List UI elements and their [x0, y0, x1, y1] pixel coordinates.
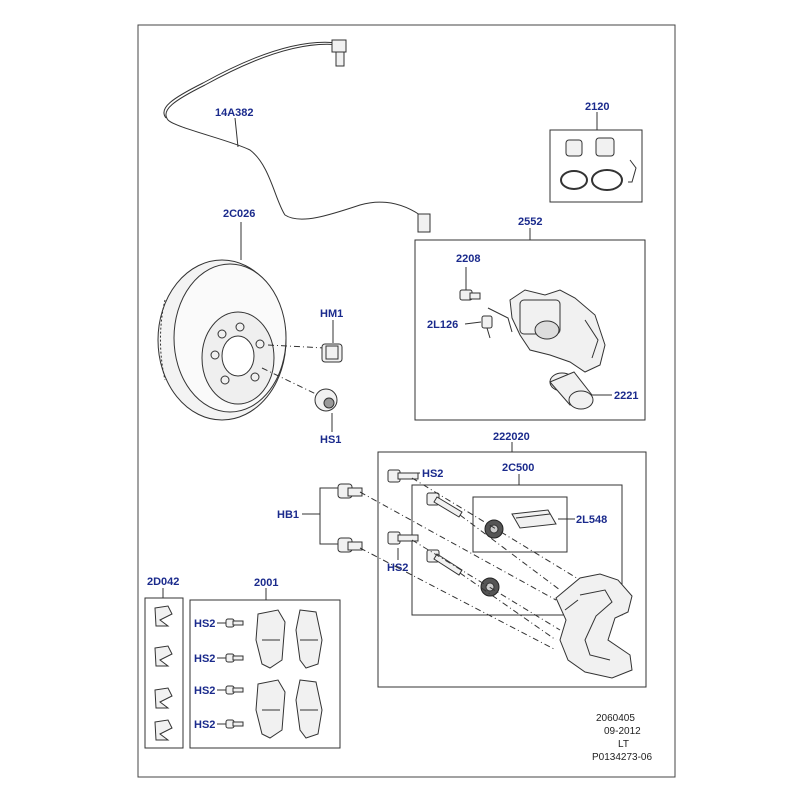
caliper-carrier [555, 573, 633, 679]
brake-pads [255, 609, 323, 739]
label-HM1: HM1 [320, 308, 343, 320]
abutment-clips [154, 605, 173, 741]
footer-line-4: P0134273-06 [592, 752, 652, 763]
pads-box [189, 599, 341, 749]
label-2120: 2120 [585, 101, 609, 113]
bleed-cap [481, 315, 493, 339]
label-2L126: 2L126 [427, 319, 458, 331]
label-2D042: 2D042 [147, 576, 179, 588]
label-2C500: 2C500 [502, 462, 534, 474]
guide-pin-upper [426, 492, 463, 518]
label-2C026: 2C026 [223, 208, 255, 220]
pad-spring [511, 509, 557, 529]
label-2L548: 2L548 [576, 514, 607, 526]
footer-line-3: LT [618, 739, 629, 750]
label-HS2-b: HS2 [194, 653, 215, 665]
seal-kit [549, 129, 643, 203]
piston [549, 371, 594, 410]
footer-line-1: 2060405 [596, 713, 635, 724]
brake-disc [157, 259, 287, 421]
assembly-lines [359, 477, 581, 651]
label-2221: 2221 [614, 390, 638, 402]
hs2-bolt-mid [387, 531, 419, 545]
label-HS1: HS1 [320, 434, 341, 446]
label-222020: 222020 [493, 431, 530, 443]
guide-kit-box [411, 484, 623, 616]
footer-line-2: 09-2012 [604, 726, 641, 737]
label-HS2-a: HS2 [194, 618, 215, 630]
clips-box [144, 597, 184, 749]
label-2208: 2208 [456, 253, 480, 265]
hm1-nut [267, 343, 343, 363]
label-HS2-d: HS2 [194, 719, 215, 731]
label-2552: 2552 [518, 216, 542, 228]
guide-boot-upper [484, 519, 504, 539]
guide-pin-lower [426, 549, 463, 576]
wear-sensor-wire [163, 39, 431, 233]
hb1-bolts [302, 483, 363, 553]
label-HS2-c: HS2 [194, 685, 215, 697]
label-HB1: HB1 [277, 509, 299, 521]
label-14A382: 14A382 [215, 107, 254, 119]
bleed-screw [459, 289, 481, 301]
caliper-body [487, 289, 606, 373]
hs1-screw [261, 367, 338, 412]
label-HS2-top: HS2 [422, 468, 443, 480]
label-2001: 2001 [254, 577, 278, 589]
